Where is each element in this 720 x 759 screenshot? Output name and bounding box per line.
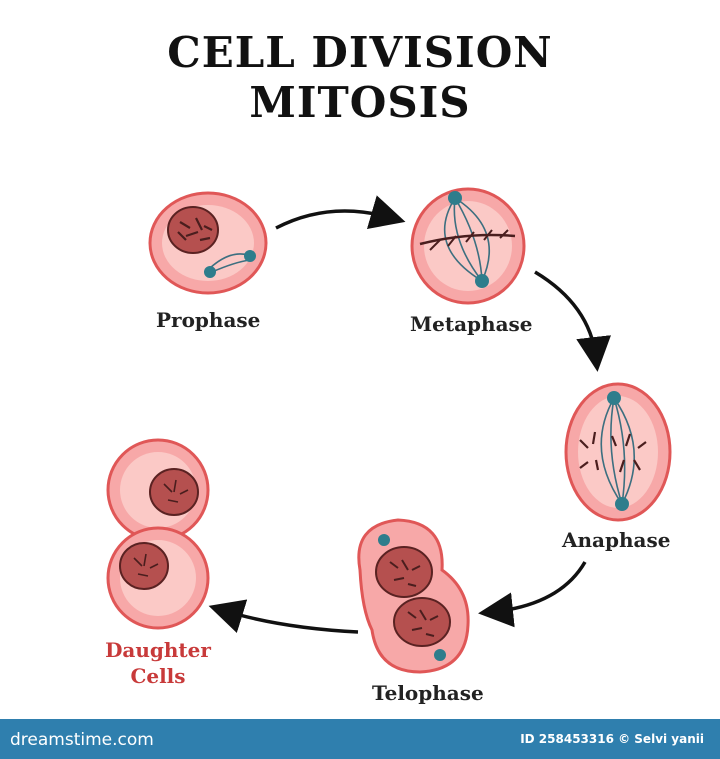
telophase-cell <box>357 518 470 674</box>
footer-credit: ID 258453316 © Selvi yanii <box>520 732 704 746</box>
metaphase-cell <box>410 187 526 305</box>
title-line-1: CELL DIVISION <box>167 28 553 77</box>
mitosis-cycle-diagram <box>106 187 672 674</box>
label-daughter-line2: Cells <box>130 664 186 688</box>
arrow-metaphase-to-anaphase <box>534 270 612 372</box>
label-telophase: Telophase <box>372 681 484 705</box>
telophase-nucleus-top <box>375 546 433 598</box>
arrow-anaphase-to-telophase <box>478 561 587 628</box>
prophase-cell <box>148 191 268 295</box>
label-metaphase: Metaphase <box>410 312 533 336</box>
label-prophase: Prophase <box>156 308 261 332</box>
title-line-2: MITOSIS <box>249 78 471 127</box>
arrow-telophase-to-daughter <box>208 599 359 634</box>
footer-brand[interactable]: dreamstime.com <box>10 730 154 750</box>
label-daughter-line1: Daughter <box>105 638 211 662</box>
anaphase-cell <box>564 382 672 522</box>
footer-bar: dreamstime.com ID 258453316 © Selvi yani… <box>0 719 720 759</box>
centrosome-icon <box>204 266 216 278</box>
daughter-cells <box>106 438 210 630</box>
prophase-nucleus <box>167 206 219 254</box>
label-daughter-cells: Daughter Cells <box>96 637 220 689</box>
telophase-nucleus-bottom <box>393 597 451 647</box>
arrow-prophase-to-metaphase <box>275 195 406 230</box>
label-anaphase: Anaphase <box>562 528 671 552</box>
